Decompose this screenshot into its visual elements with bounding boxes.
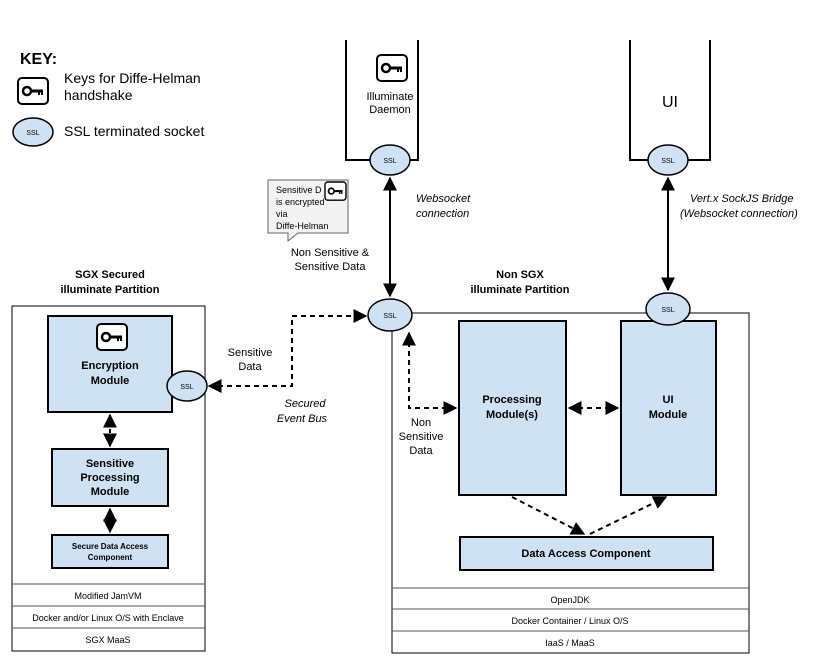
key-item-ssl: SSL terminated socket [64,123,204,139]
processing-label-line1: Processing [482,394,541,406]
nonsgx-layer-jdk: OpenJDK [550,595,589,605]
daemon-label-line2: Daemon [369,104,411,116]
processing-label-line2: Module(s) [486,409,538,421]
ui-ssl-label: SSL [661,158,674,165]
nonsensitive-data-arrow [402,331,458,415]
sensitive-processing-line1: Sensitive [86,458,134,470]
secured-bus-line2: Event Bus [277,413,328,425]
secured-event-bus-arrow [207,309,368,393]
sensitive-data-line1: Sensitive [228,347,273,359]
key-item-keys-line2: handshake [64,87,133,103]
sensitive-processing-line3: Module [91,486,130,498]
sgx-title-line2: illuminate Partition [60,284,159,296]
ui-label: UI [662,94,678,111]
daemon-key-icon [375,53,409,83]
websocket-label-line2: connection [416,208,469,220]
processing-modules [458,320,567,496]
ssl-key-icon [12,117,54,147]
key-item-keys-line1: Keys for Diffe-Helman [64,70,201,86]
key-title: KEY: [20,51,57,68]
vertx-label-line2: (Websocket connection) [680,208,798,220]
nonsgx-title-line2: illuminate Partition [470,284,569,296]
nonsgx-layer-maas: IaaS / MaaS [545,638,595,648]
uimodule-ssl-socket [645,292,691,326]
nonsgx-ssl-label: SSL [383,313,396,320]
nonsensitive-line3: Data [409,445,433,457]
processing-to-dataaccess-arrow [511,496,586,535]
nonsgx-layer-os: Docker Container / Linux O/S [511,616,628,626]
note-line1: Sensitive D [276,185,322,195]
daemon-ssl-label: SSL [383,158,396,165]
sgx-title-line1: SGX Secured [75,269,145,281]
data-access-label: Data Access Component [521,548,651,560]
vertx-label-line1: Vert.x SockJS Bridge [690,193,794,205]
note-line3: via [276,209,288,219]
daemon-label-line1: Illuminate [366,91,413,103]
data-label-line1: Non Sensitive & [291,247,370,259]
sensitive-data-line2: Data [238,361,262,373]
note-line4: Diffe-Helman [276,221,328,231]
nonsensitive-line1: Non [411,417,431,429]
nonsgx-title-line1: Non SGX [496,269,544,281]
secured-bus-line1: Secured [285,398,327,410]
data-access-component [459,536,714,571]
daemon-ssl-socket [369,144,411,176]
secure-data-access-line1: Secure Data Access [72,542,149,551]
note-line2: is encrypted [276,197,325,207]
ui-module-line1: UI [663,394,674,406]
sgx-layer-maas: SGX MaaS [85,635,130,645]
sensitive-processing-line2: Processing [80,472,139,484]
ui-module [620,320,717,496]
sensitive-processing-module [51,448,169,507]
websocket-label-line1: Websocket [416,193,471,205]
secure-data-access-component [51,534,169,569]
nonsensitive-line2: Sensitive [399,431,444,443]
sgx-layer-jvm: Modified JamVM [74,591,141,601]
note-key-icon [323,180,348,202]
data-label-line2: Sensitive Data [295,261,367,273]
encryption-key-icon [95,322,129,352]
encryption-label-line1: Encryption [81,360,139,372]
secure-data-access-line2: Component [88,553,133,562]
ui-ssl-socket [647,144,689,176]
nonsgx-ssl-socket [367,298,413,332]
sgx-ssl-label: SSL [180,384,193,391]
ssl-key-symbol: SSL [26,130,39,137]
sgx-ssl-socket [166,370,208,402]
key-icon [16,76,50,106]
ui-module-line2: Module [649,409,688,421]
sgx-layer-os: Docker and/or Linux O/S with Enclave [32,613,184,623]
uimodule-ssl-label: SSL [661,307,674,314]
encryption-label-line2: Module [91,375,130,387]
